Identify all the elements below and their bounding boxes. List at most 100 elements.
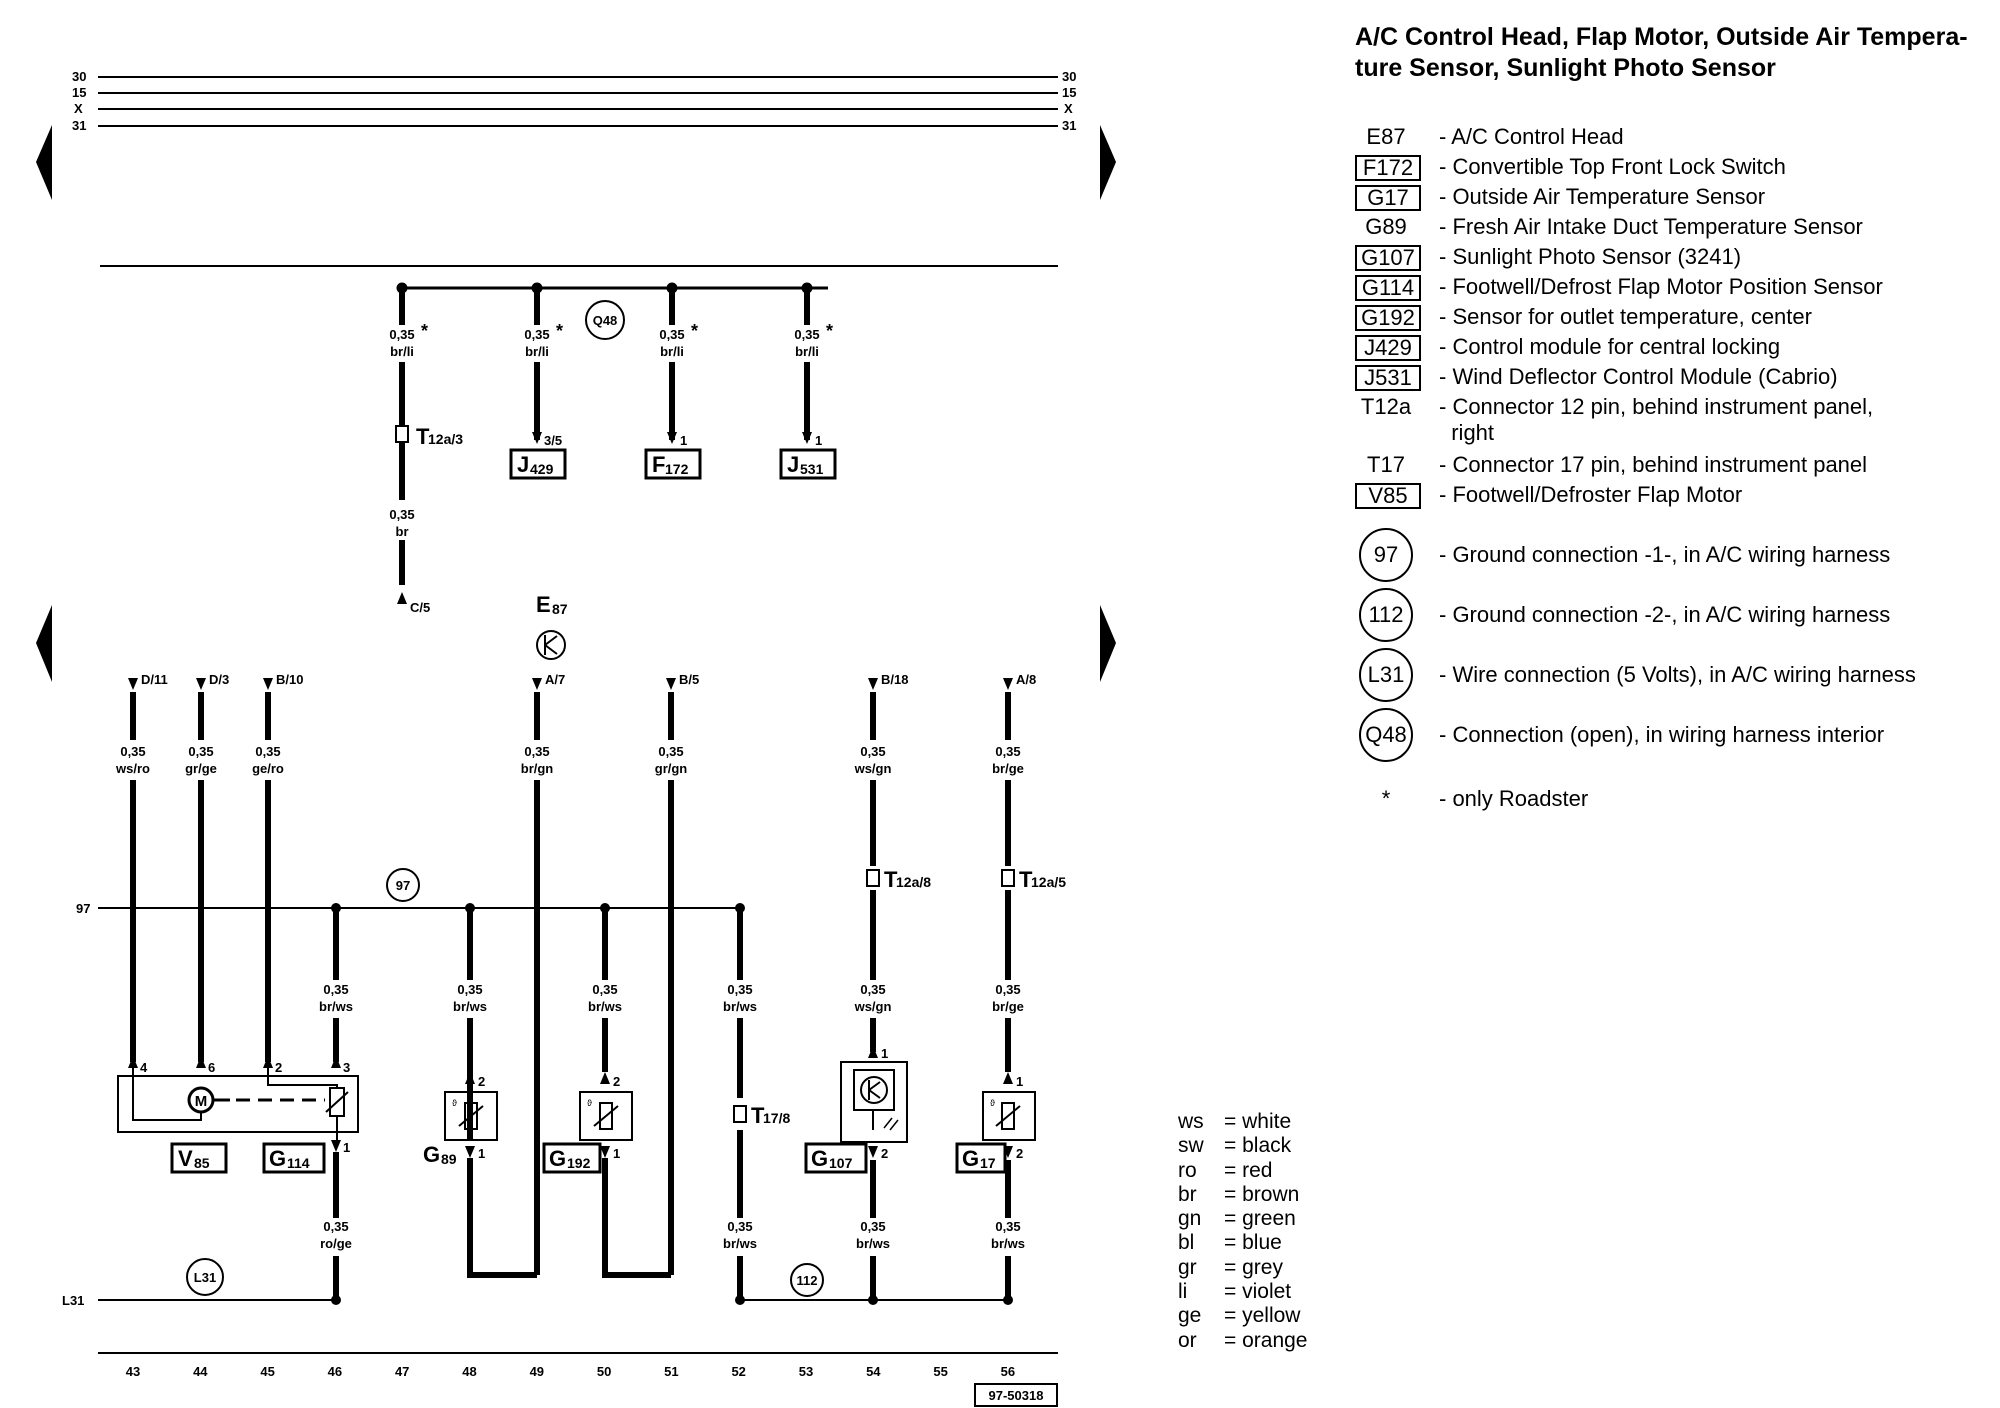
svg-text:br/li: br/li	[390, 344, 414, 359]
legend-code: L31	[1359, 648, 1413, 702]
track-number: 47	[395, 1364, 409, 1379]
track-number: 46	[328, 1364, 342, 1379]
svg-text:85: 85	[194, 1155, 210, 1171]
svg-text:M: M	[195, 1093, 208, 1110]
color-abbr: li	[1178, 1280, 1188, 1304]
ref-c5: C/5	[397, 592, 430, 615]
legend-code: E87	[1366, 124, 1406, 149]
svg-text:1: 1	[613, 1146, 620, 1161]
legend-code: 97	[1359, 528, 1413, 582]
svg-text:ws/ro: ws/ro	[115, 761, 150, 776]
svg-text:0,35: 0,35	[860, 744, 885, 759]
svg-text:0,35: 0,35	[995, 744, 1020, 759]
color-name: = green	[1224, 1207, 1296, 1231]
track-number: 49	[530, 1364, 544, 1379]
legend-code: *	[1381, 786, 1391, 811]
svg-text:T: T	[1019, 867, 1033, 892]
svg-text:0,35: 0,35	[794, 327, 819, 342]
legend-code: Q48	[1359, 708, 1413, 762]
component-g17[interactable]: G 17	[955, 1142, 1007, 1174]
color-code-row: ro= red	[1178, 1159, 1308, 1183]
track-number: 56	[1001, 1364, 1015, 1379]
svg-text:30: 30	[1062, 69, 1076, 84]
svg-text:15: 15	[72, 85, 86, 100]
vertical-wires	[130, 692, 1011, 1275]
component-j429[interactable]: J 429	[509, 448, 567, 480]
svg-text:192: 192	[567, 1155, 591, 1171]
page-title: A/C Control Head, Flap Motor, Outside Ai…	[1355, 22, 1995, 84]
svg-text:1: 1	[881, 1046, 888, 1061]
flap-motor-assembly[interactable]: M	[117, 1062, 359, 1140]
color-abbr: ws	[1178, 1110, 1204, 1133]
track-number: 54	[866, 1364, 881, 1379]
legend-description: - Ground connection -1-, in A/C wiring h…	[1439, 542, 1891, 567]
legend-code: J429	[1355, 335, 1421, 361]
component-g114[interactable]: G 114	[262, 1142, 326, 1174]
top-wire-labels: 0,35 br/li * 0,35 br/li * 0,35 br/li * 0…	[389, 321, 833, 539]
svg-text:L31: L31	[62, 1293, 84, 1308]
legend-code: T12a	[1360, 394, 1412, 419]
legend-description: - Connector 17 pin, behind instrument pa…	[1439, 452, 1868, 477]
svg-text:12a/8: 12a/8	[896, 874, 931, 890]
svg-text:0,35: 0,35	[188, 744, 213, 759]
svg-text:0,35: 0,35	[727, 982, 752, 997]
component-e87[interactable]: E 87	[536, 592, 568, 660]
rail-labels-left: 30 15 X 31	[72, 69, 86, 133]
svg-text:G: G	[811, 1146, 828, 1171]
color-abbr: gr	[1178, 1255, 1197, 1279]
legend-code: G89	[1365, 214, 1407, 239]
nav-arrow-right-mid[interactable]	[1100, 605, 1116, 682]
svg-text:87: 87	[552, 601, 568, 617]
connector-t12a8: T 12a/8	[866, 867, 931, 892]
legend-code: T17	[1367, 452, 1405, 477]
component-f172[interactable]: F 172	[644, 448, 702, 480]
svg-text:X: X	[74, 101, 83, 116]
sensor-top-stub	[467, 1018, 1011, 1072]
svg-text:br/ws: br/ws	[723, 1236, 757, 1251]
title-line: ture Sensor, Sunlight Photo Sensor	[1355, 54, 1776, 82]
color-code-row: gr = grey	[1178, 1256, 1308, 1280]
color-name: = grey	[1224, 1255, 1283, 1279]
motor-pin-arrows: 4 6 2 3 1	[128, 1056, 350, 1155]
sensor-g17[interactable]: ϑ	[982, 1091, 1036, 1141]
legend-description: - Connector 12 pin, behind instrument pa…	[1439, 394, 1874, 445]
component-g192[interactable]: G 192	[542, 1142, 602, 1174]
svg-text:1: 1	[680, 433, 687, 448]
nav-arrow-right-top[interactable]	[1100, 125, 1116, 200]
title-line: A/C Control Head, Flap Motor, Outside Ai…	[1355, 23, 1968, 51]
svg-text:br/ge: br/ge	[992, 761, 1024, 776]
nav-arrow-left-mid[interactable]	[36, 605, 52, 682]
svg-text:531: 531	[800, 461, 824, 477]
power-rails	[98, 76, 1058, 127]
sensor-bottom-wires	[467, 1062, 1011, 1300]
svg-text:L31: L31	[194, 1270, 216, 1285]
legend-description: - Footwell/Defroster Flap Motor	[1439, 482, 1743, 507]
sensor-g107[interactable]	[840, 1061, 908, 1143]
svg-text:br: br	[396, 524, 409, 539]
svg-text:ϑ: ϑ	[587, 1098, 592, 1108]
component-g107[interactable]: G 107	[804, 1142, 868, 1174]
svg-text:T: T	[751, 1103, 765, 1128]
component-j531[interactable]: J 531	[779, 448, 837, 480]
svg-text:A/7: A/7	[545, 672, 565, 687]
color-code-row: or= orange	[1178, 1329, 1308, 1353]
svg-text:V: V	[178, 1146, 193, 1171]
svg-text:17: 17	[980, 1155, 996, 1171]
track-number: 52	[731, 1364, 745, 1379]
component-g89[interactable]: G 89	[423, 1142, 457, 1167]
svg-text:br/ws: br/ws	[856, 1236, 890, 1251]
ref-arrows: D/11 D/3 B/10 A/7 B/5 B/18 A/8	[128, 672, 1036, 690]
svg-text:31: 31	[72, 118, 86, 133]
svg-text:31: 31	[1062, 118, 1076, 133]
color-code-row: ge= yellow	[1178, 1304, 1308, 1328]
legend-code: G17	[1355, 185, 1421, 211]
svg-text:*: *	[691, 321, 698, 341]
connector-t178: T 17/8	[733, 1103, 790, 1128]
nav-arrow-left-top[interactable]	[36, 125, 52, 200]
component-v85[interactable]: V 85	[170, 1142, 228, 1174]
sensor-g192[interactable]: ϑ	[579, 1091, 633, 1141]
svg-text:2: 2	[275, 1060, 282, 1075]
svg-text:1: 1	[478, 1146, 485, 1161]
